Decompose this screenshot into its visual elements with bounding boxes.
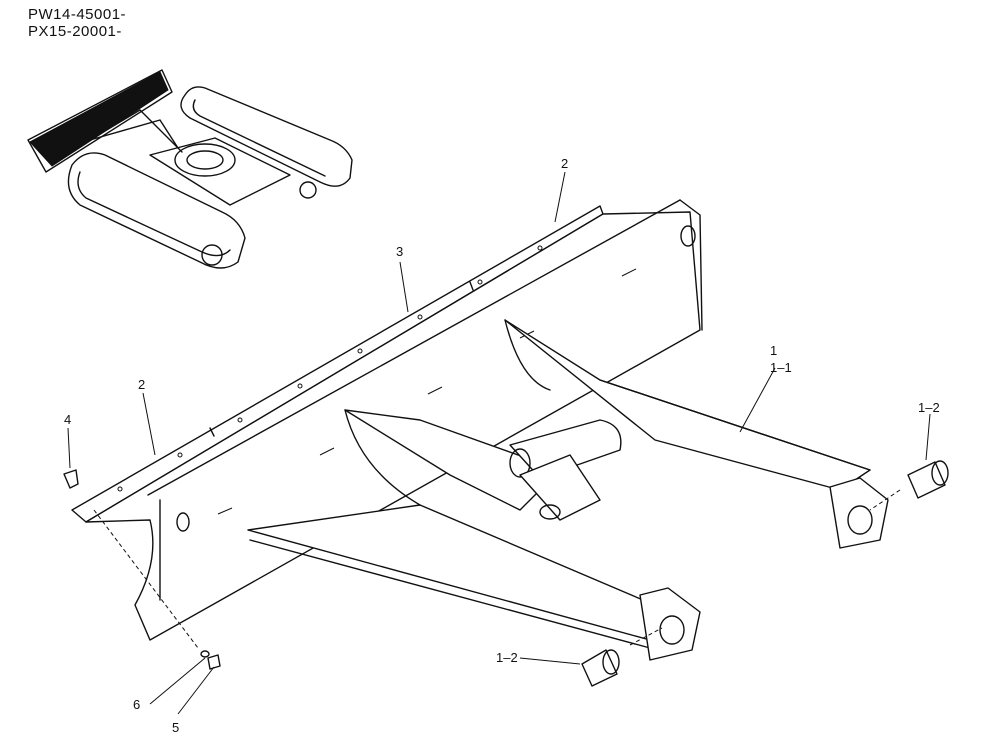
callout-5: 5: [172, 720, 179, 735]
callout-1: 1: [770, 343, 777, 358]
callout-2-lower: 2: [138, 377, 145, 392]
bolt-part: [63, 469, 79, 489]
bushing-right-centerline: [869, 489, 901, 511]
washer-part: [200, 650, 210, 658]
bushing-bottom-centerline: [629, 627, 663, 646]
nut-part: [207, 654, 221, 670]
pivot-bracket-right: [829, 477, 889, 549]
bushing-bottom: [581, 649, 620, 687]
bolt-centerline: [93, 509, 199, 649]
blade-arm-part: [247, 319, 871, 649]
callout-6: 6: [133, 697, 140, 712]
serial-range-2: PX15-20001-: [28, 23, 122, 40]
serial-range-1: PW14-45001-: [28, 6, 127, 23]
undercarriage-thumbnail: [27, 69, 353, 269]
callout-1-2-bottom: 1–2: [496, 650, 518, 665]
callout-3: 3: [396, 244, 403, 259]
callout-4: 4: [64, 412, 71, 427]
bushing-right: [907, 460, 949, 499]
callout-2-upper: 2: [561, 156, 568, 171]
callout-1-2-right: 1–2: [918, 400, 940, 415]
pivot-bracket-left: [639, 587, 701, 661]
leader-lines: [67, 171, 931, 715]
callout-1-1: 1–1: [770, 360, 792, 375]
